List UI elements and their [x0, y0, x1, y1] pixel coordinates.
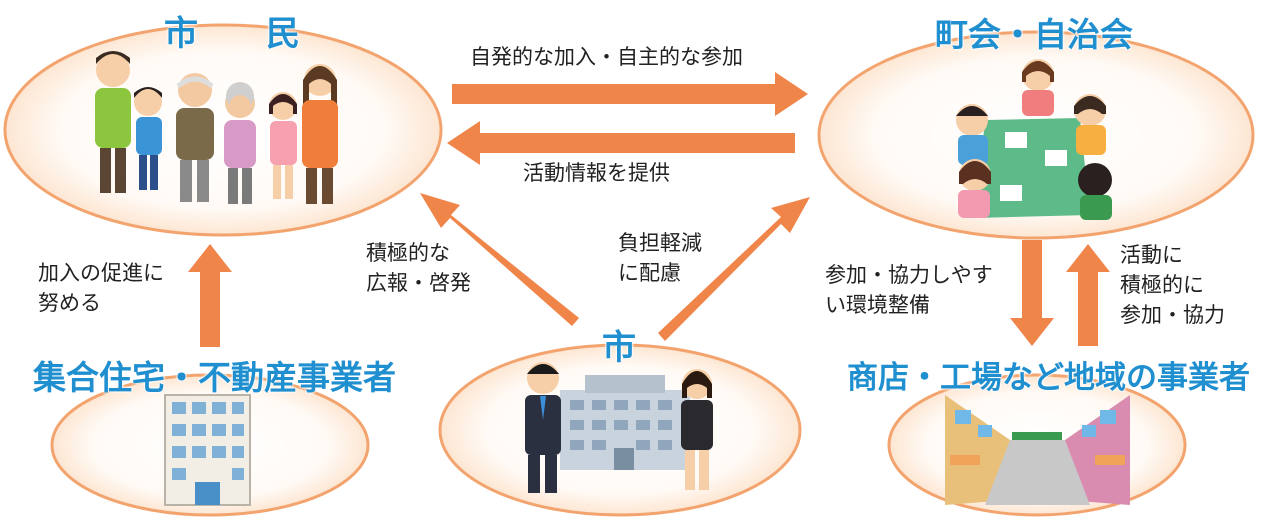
town-assoc-title: 町会・自治会 [935, 15, 1133, 54]
label-city-to-town-line1: 負担軽減 [618, 231, 702, 255]
label-housing-to-citizens: 加入の促進に 努める [38, 258, 164, 318]
label-city-to-citizens-line2: 広報・啓発 [366, 271, 471, 295]
arrow-town-to-citizens [447, 121, 795, 165]
citizens-ellipse [3, 23, 443, 237]
label-housing-to-citizens-line1: 加入の促進に [38, 261, 164, 285]
citizens-title: 市 民 [164, 14, 300, 54]
label-business-to-town-line1: 活動に [1120, 243, 1183, 267]
arrow-business-to-town [1066, 244, 1110, 346]
label-city-to-town: 負担軽減 に配慮 [618, 228, 702, 288]
shopping-street-illustration [945, 395, 1130, 505]
label-citizens-to-town: 自発的な加入・自主的な参加 [470, 45, 743, 69]
housing-title: 集合住宅・不動産事業者 [33, 358, 396, 397]
arrow-citizens-to-town [452, 72, 808, 116]
label-town-to-business: 参加・協力しやす い環境整備 [825, 260, 993, 320]
label-town-to-business-line1: 参加・協力しやす [825, 263, 993, 287]
label-housing-to-citizens-line2: 努める [38, 291, 101, 315]
label-city-to-town-line2: に配慮 [618, 261, 681, 285]
local-business-title: 商店・工場など地域の事業者 [847, 360, 1250, 396]
apartment-illustration [164, 394, 251, 506]
meeting-illustration [956, 59, 1112, 220]
label-city-to-citizens: 積極的な 広報・啓発 [366, 238, 471, 298]
city-title: 市 [602, 328, 636, 368]
arrow-city-to-town [658, 197, 810, 341]
label-business-to-town-line2: 積極的に [1120, 273, 1204, 297]
family-illustration [95, 51, 338, 204]
label-town-to-citizens: 活動情報を提供 [523, 161, 670, 185]
label-city-to-citizens-line1: 積極的な [366, 241, 450, 265]
label-business-to-town: 活動に 積極的に 参加・協力 [1120, 240, 1225, 330]
city-office-illustration [525, 362, 713, 493]
label-town-to-business-line2: い環境整備 [825, 293, 930, 317]
arrow-city-to-citizens [420, 193, 579, 326]
label-business-to-town-line3: 参加・協力 [1120, 303, 1225, 327]
arrow-town-to-business [1010, 240, 1054, 346]
arrow-housing-to-citizens [188, 244, 232, 347]
